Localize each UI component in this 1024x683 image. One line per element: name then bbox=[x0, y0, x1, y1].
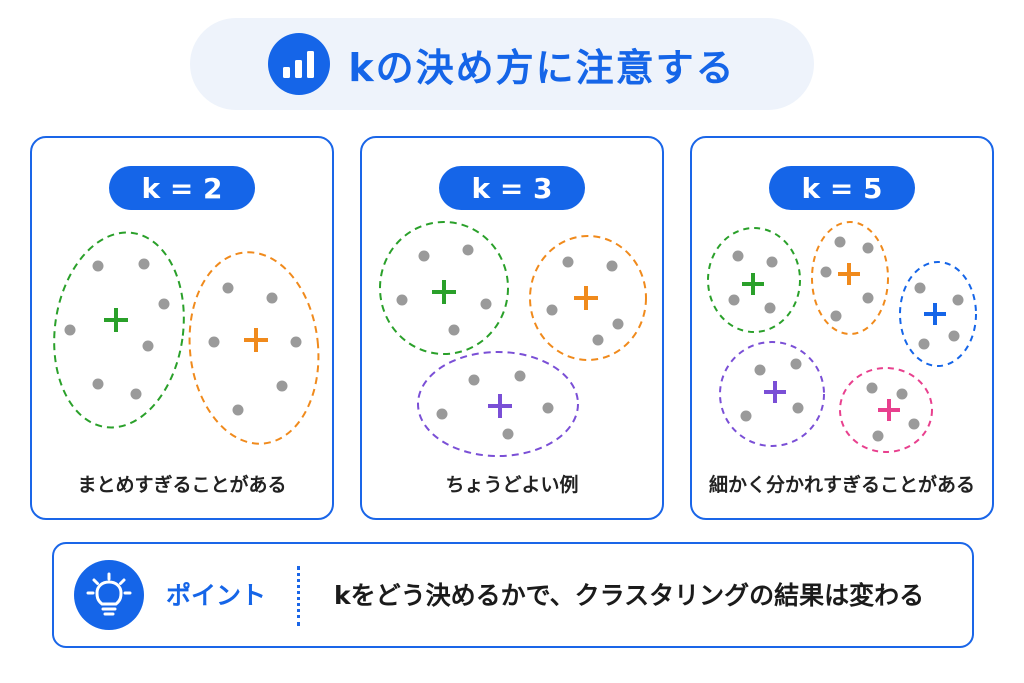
cluster-boundary-orange bbox=[188, 251, 320, 445]
panel-k2: k = 2 まとめすぎることがある bbox=[30, 136, 334, 520]
cluster-boundary-green bbox=[53, 231, 185, 429]
centroid-orange bbox=[838, 263, 860, 285]
centroid-purple bbox=[488, 394, 512, 418]
cluster-plot-k3 bbox=[379, 221, 647, 457]
cluster-boundary-orange bbox=[529, 235, 647, 361]
cluster-boundary-purple bbox=[417, 351, 579, 457]
centroid-blue bbox=[924, 303, 946, 325]
centroid-green bbox=[742, 273, 764, 295]
point-label: ポイント bbox=[166, 581, 267, 610]
bar-chart-icon bbox=[268, 33, 331, 95]
lightbulb-icon bbox=[74, 560, 144, 630]
title-banner: kの決め方に注意する bbox=[190, 18, 814, 110]
cluster-boundary-pink bbox=[839, 367, 933, 453]
centroid-orange bbox=[574, 286, 598, 310]
cluster-boundary-orange bbox=[811, 221, 889, 335]
k-badge: k = 5 bbox=[769, 166, 915, 210]
cluster-boundary-blue bbox=[899, 261, 977, 367]
cluster-boundary-purple bbox=[719, 341, 825, 447]
point-box: ポイント kをどう決めるかで、クラスタリングの結果は変わる bbox=[52, 542, 974, 648]
k-badge: k = 2 bbox=[109, 166, 255, 210]
centroid-pink bbox=[878, 399, 900, 421]
cluster-plot-k5 bbox=[707, 221, 977, 453]
divider bbox=[297, 566, 300, 626]
panel-caption: ちょうどよい例 bbox=[445, 474, 579, 496]
page-title: kの決め方に注意する bbox=[348, 45, 736, 90]
centroid-green bbox=[432, 280, 456, 304]
centroid-orange bbox=[244, 328, 268, 352]
cluster-boundary-green bbox=[707, 227, 801, 333]
panel-k5: k = 5 細かく分かれすぎることがある bbox=[690, 136, 994, 520]
point-text: kをどう決めるかで、クラスタリングの結果は変わる bbox=[334, 581, 925, 610]
panel-k3: k = 3 ちょうどよい例 bbox=[360, 136, 664, 520]
panel-caption: まとめすぎることがある bbox=[77, 474, 287, 496]
cluster-boundary-green bbox=[379, 221, 509, 355]
k-badge: k = 3 bbox=[439, 166, 585, 210]
centroid-purple bbox=[764, 381, 786, 403]
cluster-plot-k2 bbox=[53, 231, 320, 445]
panel-caption: 細かく分かれすぎることがある bbox=[708, 474, 975, 496]
centroid-green bbox=[104, 308, 128, 332]
